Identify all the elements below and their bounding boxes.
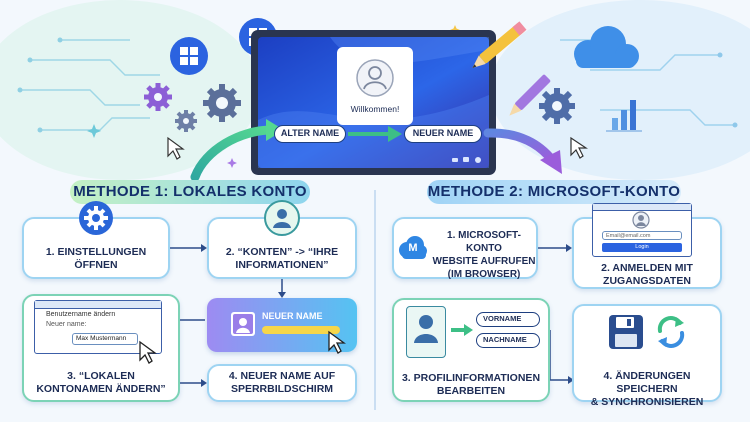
cursor-icon (328, 330, 346, 354)
arrow-icon (451, 324, 473, 336)
firstname-field[interactable]: VORNAME (476, 312, 540, 327)
cursor-icon (167, 136, 185, 160)
cursor-icon (139, 340, 157, 364)
user-avatar-icon (231, 312, 255, 336)
email-input[interactable]: Email@email.com (602, 231, 682, 240)
circuit-lines-left (20, 39, 160, 131)
gear-icon (175, 110, 197, 132)
method2-heading: METHODE 2: MICROSOFT-KONTO (427, 180, 681, 204)
method2-step1-label: 1. MICROSOFT-KONTO WEBSITE AUFRUFEN (IM … (430, 229, 538, 281)
monitor (251, 30, 496, 175)
windows-logo-icon (170, 37, 208, 75)
method1-step4-card (207, 364, 357, 402)
user-avatar-icon (632, 211, 650, 229)
flow-arrowheads (566, 244, 574, 384)
name-input[interactable]: Max Mustermann (72, 333, 138, 345)
label-line: 3. “LOKALEN (67, 370, 135, 382)
user-profile-icon (414, 315, 438, 343)
label-line: INFORMATIONEN” (235, 259, 329, 271)
new-name-pill: NEUER NAME (404, 125, 482, 143)
microsoft-logo-letter: M (408, 242, 418, 254)
gear-icon (144, 83, 172, 111)
arrow-icon (348, 126, 402, 142)
background-blob (490, 0, 750, 180)
label-line: (IM BROWSER) (447, 269, 521, 280)
pencil-icon (472, 21, 527, 69)
lastname-field[interactable]: NACHNAME (476, 333, 540, 348)
old-name-pill: ALTER NAME (274, 125, 346, 143)
profile-card (406, 306, 446, 358)
arrow-icon (483, 128, 562, 174)
label-line: SPERRBILDSCHIRM (230, 383, 334, 395)
label-line: WEBSITE AUFRUFEN (432, 256, 536, 267)
flow-arrow (538, 247, 570, 381)
cursor-icon (570, 136, 588, 159)
method1-step4-label: 4. NEUER NAME AUF SPERRBILDSCHIRM (207, 370, 357, 396)
label-line: 4. NEUER NAME AUF (228, 370, 336, 382)
lockscreen-name-bar (262, 326, 340, 334)
microsoft-cloud-icon (399, 236, 427, 259)
taskbar-icons (452, 157, 481, 163)
method2-step4-card (572, 304, 722, 402)
method1-step2-label: 2. “KONTEN” -> “IHRE INFORMATIONEN” (207, 246, 357, 272)
method2-step3-label: 3. PROFILINFORMATIONEN BEARBEITEN (392, 372, 550, 398)
save-floppy-icon (609, 315, 643, 349)
pencil-icon (509, 74, 551, 116)
label-line: & SYNCHRONISIEREN (590, 396, 704, 408)
label-line: ÖFFNEN (74, 259, 118, 271)
method1-step3-label: 3. “LOKALEN KONTONAMEN ÄNDERN” (22, 370, 180, 396)
method1-heading: METHODE 1: LOKALES KONTO (70, 180, 310, 204)
flow-arrowheads (201, 244, 286, 387)
method2-step2-label: 2. ANMELDEN MIT ZUGANGSDATEN (572, 262, 722, 288)
label-line: KONTONAMEN ÄNDERN” (36, 383, 166, 395)
user-avatar-icon (356, 59, 394, 97)
label-line: 1. EINSTELLUNGEN (45, 246, 147, 258)
gear-icon (203, 84, 241, 122)
dialog-label: Neuer name: (46, 321, 87, 328)
label-line: BEARBEITEN (436, 385, 506, 397)
lockscreen-name: NEUER NAME (262, 311, 323, 321)
window-titlebar (593, 204, 691, 211)
sparkle-icon (87, 124, 101, 138)
gear-icon (539, 88, 575, 124)
method2-step4-label: 4. ÄNDERUNGEN SPEICHERN & SYNCHRONISIERE… (572, 370, 722, 409)
settings-gear-icon (79, 201, 113, 235)
label-line: ZUGANGSDATEN (603, 275, 691, 287)
dialog-title: Benutzername ändern (46, 311, 116, 318)
sparkle-icon (227, 158, 237, 168)
label-line: 4. ÄNDERUNGEN SPEICHERN (603, 370, 691, 395)
label-line: 3. PROFILINFORMATIONEN (401, 372, 541, 384)
cloud-icon (574, 26, 639, 68)
label-line: 1. MICROSOFT-KONTO (447, 230, 521, 254)
bar-chart-icon (606, 100, 642, 132)
login-button[interactable]: Login (602, 243, 682, 252)
user-profile-icon (264, 200, 300, 236)
label-line: 2. “KONTEN” -> “IHRE (225, 246, 339, 258)
sync-icon (657, 316, 685, 348)
method1-step1-label: 1. EINSTELLUNGEN ÖFFNEN (22, 246, 170, 272)
label-line: 2. ANMELDEN MIT (601, 262, 693, 274)
dialog-titlebar (35, 301, 161, 309)
welcome-text: Willkommen! (350, 104, 400, 114)
